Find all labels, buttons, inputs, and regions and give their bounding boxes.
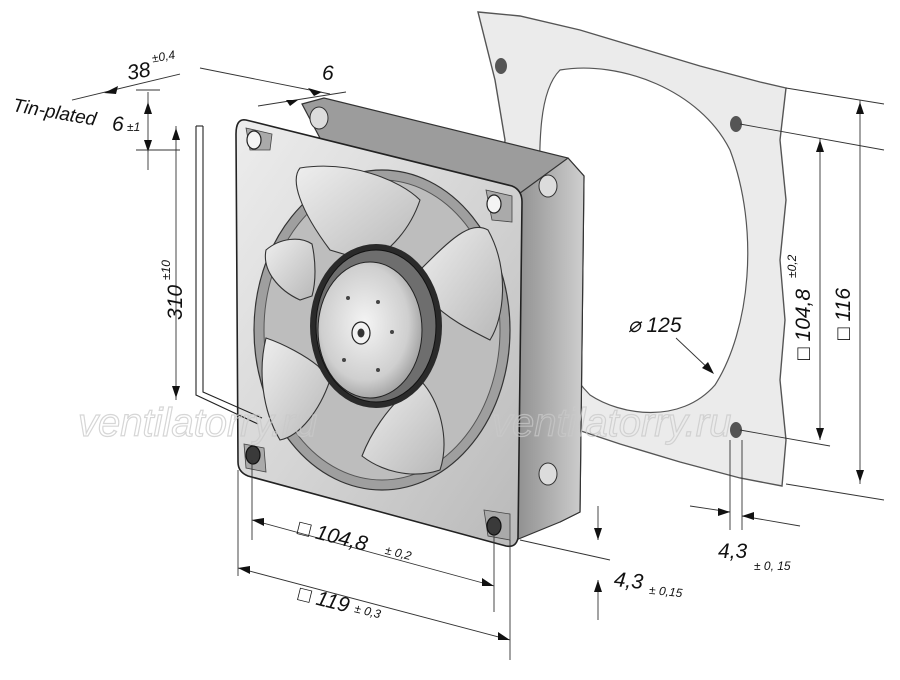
side-holes-value: □ 104,8 xyxy=(792,289,815,360)
six-side-tolerance: ±1 xyxy=(127,120,140,134)
side-size-value: □ 116 xyxy=(832,288,855,340)
fan-blade xyxy=(295,165,421,263)
watermarks: ventilatorry.ru ventilatorry.ru xyxy=(77,400,732,445)
watermark-right: ventilatorry.ru xyxy=(492,401,731,445)
hole-front-value: 4,3 xyxy=(613,568,645,594)
gasket-hole-bottom-right xyxy=(730,422,742,438)
fan-hub xyxy=(310,244,442,408)
fan-blade xyxy=(419,226,504,341)
dimension-lines xyxy=(71,67,885,660)
six-top-value: 6 xyxy=(322,62,334,85)
hole-front-tolerance: ± 0,15 xyxy=(648,583,683,600)
fan-housing-front xyxy=(235,118,523,548)
front-holes-tolerance: ± 0,2 xyxy=(384,543,414,563)
hole-side-tolerance: ± 0, 15 xyxy=(754,559,791,573)
power-leads xyxy=(195,125,263,425)
tin-plated-label: Tin-plated xyxy=(11,95,99,131)
front-size-tolerance: ± 0,3 xyxy=(353,601,383,621)
fan-blade xyxy=(261,337,331,441)
watermark-left: ventilatorry.ru xyxy=(78,401,317,445)
cable-length-value: 310 xyxy=(164,285,187,320)
fan-blade xyxy=(361,379,445,475)
mount-hole-bottom-left xyxy=(245,445,261,465)
front-holes-value: □ 104,8 xyxy=(295,516,370,556)
depth-tolerance: ±0,4 xyxy=(151,48,177,66)
diameter-label: ⌀ 125 xyxy=(628,314,682,337)
hole-side-value: 4,3 xyxy=(718,540,748,563)
mount-hole-top-right xyxy=(486,194,502,214)
mount-hole-top-left xyxy=(246,130,262,150)
gasket-hole-top-left xyxy=(495,58,507,74)
frame-corners xyxy=(243,127,513,541)
side-holes-tolerance: ±0,2 xyxy=(785,254,799,278)
cable-length-tolerance: ±10 xyxy=(159,260,173,280)
gasket-hole-top-right xyxy=(730,116,742,132)
six-side-value: 6 xyxy=(112,113,124,136)
front-size-value: □ 119 xyxy=(296,582,352,617)
depth-value: 38 xyxy=(125,58,152,85)
fan-blade xyxy=(264,238,316,301)
fan-blades xyxy=(261,165,504,475)
